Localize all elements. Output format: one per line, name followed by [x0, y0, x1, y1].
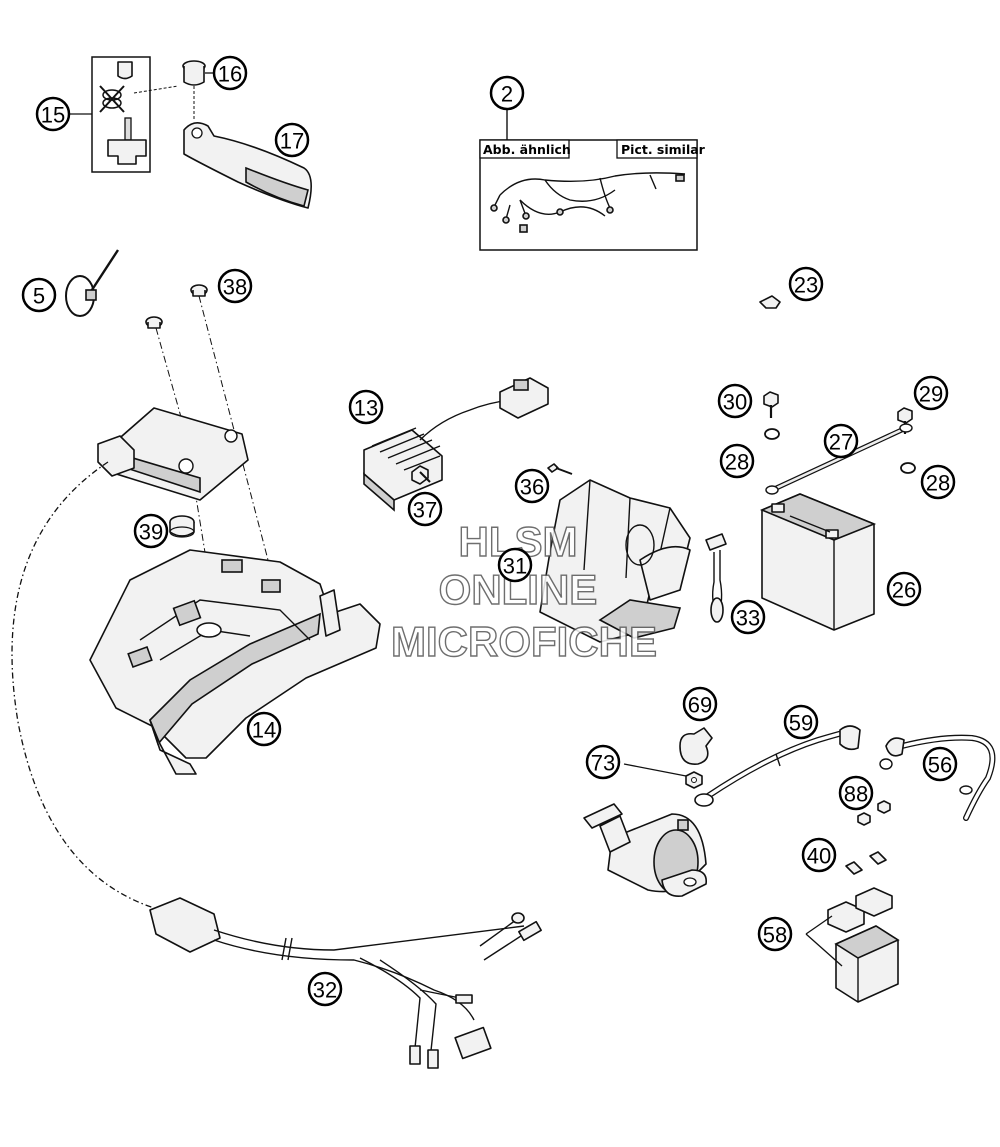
callout-15: 15 [35, 96, 71, 132]
part-40-fuses [845, 851, 887, 875]
starter-motor [583, 803, 708, 897]
watermark-line-2: ONLINE [439, 566, 598, 613]
callout-27: 27 [823, 423, 859, 459]
part-88-screws [857, 800, 891, 826]
part-5-cable-tie [65, 249, 120, 317]
callout-88: 88 [838, 775, 874, 811]
callout-28-left: 28 [719, 443, 755, 479]
svg-text:88: 88 [844, 782, 868, 807]
callout-28-right: 28 [920, 464, 956, 500]
svg-text:36: 36 [520, 475, 544, 500]
ecu-control-unit [97, 407, 249, 501]
part-2-wiring-harness-box: Abb. ähnlich Pict. similar [479, 110, 706, 251]
svg-text:26: 26 [892, 578, 916, 603]
part-30-screw [763, 391, 779, 418]
part-31-battery-box [539, 479, 691, 643]
svg-text:73: 73 [591, 751, 615, 776]
svg-text:58: 58 [763, 923, 787, 948]
callout-73: 73 [585, 744, 621, 780]
label-picture-similar-de: Abb. ähnlich [483, 142, 571, 157]
svg-text:31: 31 [503, 554, 527, 579]
svg-text:16: 16 [218, 62, 242, 87]
svg-text:56: 56 [928, 753, 952, 778]
svg-text:27: 27 [829, 430, 853, 455]
leader-lines [70, 72, 843, 967]
part-69-cap [679, 727, 713, 765]
part-14-holder [89, 549, 381, 775]
part-32-harness [149, 897, 542, 1069]
svg-text:69: 69 [688, 693, 712, 718]
callout-30: 30 [717, 383, 753, 419]
part-73-nut [623, 763, 703, 789]
svg-text:13: 13 [354, 396, 378, 421]
watermark-line-3: MICROFICHE [391, 618, 657, 665]
callout-2: 2 [489, 75, 525, 111]
label-picture-similar-en: Pict. similar [621, 142, 706, 157]
callout-37: 37 [407, 491, 443, 527]
callout-29: 29 [913, 375, 949, 411]
svg-text:38: 38 [223, 275, 247, 300]
callout-38: 38 [217, 268, 253, 304]
part-37-screw [411, 465, 431, 485]
callout-17: 17 [274, 122, 310, 158]
svg-text:23: 23 [794, 273, 818, 298]
svg-text:15: 15 [41, 103, 65, 128]
callout-23: 23 [788, 266, 824, 302]
callout-58: 58 [757, 916, 793, 952]
svg-text:28: 28 [926, 471, 950, 496]
svg-text:59: 59 [789, 711, 813, 736]
part-59-starter-cable [694, 725, 861, 807]
callout-59: 59 [783, 704, 819, 740]
part-28-washer-right [900, 462, 916, 474]
svg-text:39: 39 [139, 520, 163, 545]
part-28-washer-left [764, 428, 780, 440]
callout-39: 39 [133, 513, 169, 549]
part-58-starter-relay [827, 887, 900, 1003]
part-23-clip [759, 295, 781, 309]
svg-text:40: 40 [807, 844, 831, 869]
part-26-battery [759, 493, 877, 631]
callout-36: 36 [514, 468, 550, 504]
part-33-fuse-holder [705, 533, 727, 623]
callout-56: 56 [922, 746, 958, 782]
callout-26: 26 [886, 571, 922, 607]
svg-text:29: 29 [919, 382, 943, 407]
svg-text:37: 37 [413, 498, 437, 523]
svg-text:17: 17 [280, 129, 304, 154]
callout-5: 5 [21, 277, 57, 313]
part-36-screw [547, 463, 573, 475]
svg-text:5: 5 [33, 284, 45, 309]
svg-text:14: 14 [252, 718, 276, 743]
callout-69: 69 [682, 686, 718, 722]
callout-32: 32 [307, 971, 343, 1007]
part-39-grommet [169, 515, 195, 538]
svg-text:30: 30 [723, 390, 747, 415]
part-27-battery-cable [765, 423, 913, 495]
svg-text:32: 32 [313, 978, 337, 1003]
part-16-knob [182, 60, 206, 120]
callout-40: 40 [801, 837, 837, 873]
ecu-harness-connection-line [11, 461, 169, 913]
svg-text:28: 28 [725, 450, 749, 475]
part-15-kit [91, 56, 179, 173]
part-56-cable [879, 734, 996, 821]
part-17-switch-lever [183, 122, 312, 209]
callout-14: 14 [246, 711, 282, 747]
callout-16: 16 [212, 55, 248, 91]
callout-13: 13 [348, 389, 384, 425]
callout-31: 31 [497, 547, 533, 583]
svg-text:33: 33 [736, 606, 760, 631]
callout-33: 33 [730, 599, 766, 635]
svg-text:2: 2 [501, 82, 513, 107]
part-13-regulator [363, 377, 549, 512]
